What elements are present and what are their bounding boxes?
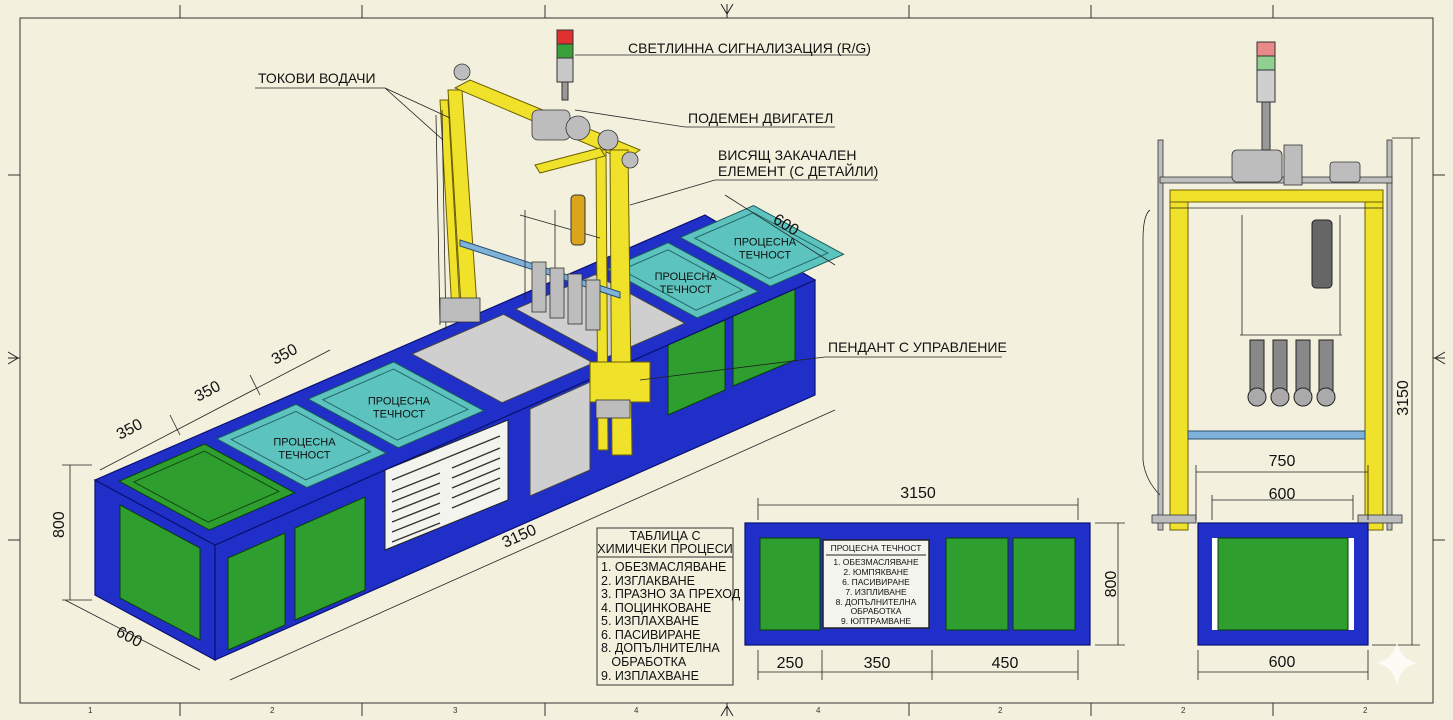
zone-numbers: 1 2 3 4 4 2 2 2 — [88, 706, 1368, 715]
base-bracket — [589, 361, 651, 403]
side-top-beam — [1169, 189, 1384, 203]
zone-number: 4 — [634, 706, 639, 715]
zone-number: 4 — [816, 706, 821, 715]
table-row: 3. ПРАЗНО ЗА ПРЕХОД — [601, 587, 741, 601]
gantry-mid-beam — [534, 147, 606, 174]
dim-cell-2: 350 — [192, 378, 224, 406]
table-row: 6. ПАСИВИРАНЕ — [601, 628, 700, 642]
tank-label: ПРОЦЕСНА — [273, 437, 336, 449]
front-dim-seg2: 350 — [864, 655, 891, 672]
front-view: ПРОЦЕСНА ТЕЧНОСТ 1. ОБЕЗМАСЛЯВАНЕ 2. ЮМП… — [744, 485, 1125, 680]
table-row: 5. ИЗПЛАХВАНЕ — [601, 614, 699, 628]
front-panel — [529, 381, 591, 497]
callout-lift-motor: ПОДЕМЕН ДВИГАТЕЛ — [688, 110, 833, 126]
front-dim-seg1: 250 — [777, 655, 804, 672]
dim-cell-3: 350 — [269, 341, 301, 369]
front-panel — [294, 496, 366, 621]
sparkle-watermark — [1376, 640, 1418, 686]
side-dim-height: 3150 — [1395, 380, 1412, 416]
tank-liquid — [620, 249, 744, 311]
base-bracket — [439, 297, 481, 323]
dim-cell-1: 350 — [114, 416, 146, 444]
front-dim-length: 3150 — [900, 485, 936, 502]
zone-number: 2 — [998, 706, 1003, 715]
table-title-1: ТАБЛИЦА С — [629, 529, 700, 543]
plate-row: 7. ИЗПЛИВАНЕ — [845, 587, 907, 597]
base-bracket — [595, 399, 631, 419]
tank-label: ТЕЧНОСТ — [373, 409, 425, 421]
callout-hanging-element-1: ВИСЯЩ ЗАКАЧАЛЕН — [718, 147, 856, 163]
tank-label: ТЕЧНОСТ — [278, 450, 330, 462]
tank-cells: ПРОЦЕСНАТЕЧНОСТПРОЦЕСНАТЕЧНОСТПРОЦЕСНАТЕ… — [118, 205, 845, 531]
plate-row: 9. ЮПТРАМВАНЕ — [841, 616, 911, 626]
zone-number: 2 — [270, 706, 275, 715]
zone-number: 2 — [1181, 706, 1186, 715]
tank-liquid — [230, 410, 372, 481]
callouts: СВЕТЛИННА СИГНАЛИЗАЦИЯ (R/G) ТОКОВИ ВОДА… — [255, 40, 1007, 381]
front-dim-height: 800 — [1103, 571, 1120, 598]
tank-label: ТЕЧНОСТ — [739, 250, 791, 262]
side-dim-inner: 750 — [1269, 453, 1296, 470]
table-title-2: ХИМИЧЕКИ ПРОЦЕСИ — [597, 542, 733, 556]
plate-row: 8. ДОПЪЛНИТЕЛНА — [836, 597, 917, 607]
tank-label: ПРОЦЕСНА — [368, 396, 431, 408]
plate-row: 6. ПАСИВИРАНЕ — [842, 577, 910, 587]
iso-plate-lines — [391, 435, 501, 543]
table-row: 9. ИЗПЛАХВАНЕ — [601, 669, 699, 683]
border-ticks — [8, 5, 1445, 716]
dim-height: 800 — [51, 511, 68, 538]
hanging-element — [531, 261, 601, 331]
side-hanging-racks — [1247, 339, 1336, 407]
front-dim-seg3: 450 — [992, 655, 1019, 672]
side-pendant — [1311, 219, 1333, 289]
callout-conductors: ТОКОВИ ВОДАЧИ — [258, 70, 376, 86]
lift-motor — [453, 63, 639, 169]
tank-left-panel — [119, 504, 201, 641]
side-left-post — [1169, 189, 1189, 531]
iso-process-plate — [384, 419, 509, 551]
side-motor — [1231, 149, 1283, 183]
side-dim-tank-bottom: 600 — [1269, 654, 1296, 671]
side-crossbar — [1187, 430, 1366, 440]
tank-label: ТЕЧНОСТ — [660, 284, 712, 296]
plate-row: ОБРАБОТКА — [851, 606, 902, 616]
plate-row: 2. ЮМПЯКВАНЕ — [843, 567, 909, 577]
tank-label: ПРОЦЕСНА — [734, 237, 797, 249]
callout-pendant: ПЕНДАНТ С УПРАВЛЕНИЕ — [828, 339, 1007, 355]
table-row: 1. ОБЕЗМАСЛЯВАНЕ — [601, 560, 726, 574]
tank-liquid — [693, 212, 830, 279]
zone-number: 3 — [453, 706, 458, 715]
signal-light-tower — [556, 29, 574, 101]
process-table: ТАБЛИЦА С ХИМИЧЕКИ ПРОЦЕСИ 1. ОБЕЗМАСЛЯВ… — [596, 527, 741, 686]
callout-hanging-element-2: ЕЛЕМЕНТ (С ДЕТАЙЛИ) — [718, 162, 878, 179]
plate-title: ПРОЦЕСНА ТЕЧНОСТ — [831, 543, 922, 553]
front-panel — [227, 532, 286, 651]
tank-liquid — [321, 368, 470, 441]
table-row: 2. ИЗГЛАКВАНЕ — [601, 574, 695, 588]
tank-liquid — [132, 450, 281, 523]
zone-number: 1 — [88, 706, 93, 715]
table-row: 8. ДОПЪЛНИТЕЛНА — [601, 641, 720, 655]
callout-signal-light: СВЕТЛИННА СИГНАЛИЗАЦИЯ (R/G) — [628, 40, 871, 56]
control-pendant — [570, 194, 586, 246]
side-signal-light — [1256, 41, 1276, 151]
zone-number: 2 — [1363, 706, 1368, 715]
gantry — [435, 29, 651, 456]
table-row: ОБРАБОТКА — [601, 655, 687, 669]
side-view: 750 600 600 3150 — [1142, 41, 1420, 680]
plate-row: 1. ОБЕЗМАСЛЯВАНЕ — [833, 557, 919, 567]
isometric-view: ПРОЦЕСНАТЕЧНОСТПРОЦЕСНАТЕЧНОСТПРОЦЕСНАТЕ… — [51, 29, 1007, 681]
dim-width-front: 600 — [113, 624, 145, 652]
tank-label: ПРОЦЕСНА — [655, 271, 718, 283]
side-dim-tank-top: 600 — [1269, 486, 1296, 503]
centering-marks — [7, 3, 1446, 717]
table-row: 4. ПОЦИНКОВАНЕ — [601, 601, 711, 615]
